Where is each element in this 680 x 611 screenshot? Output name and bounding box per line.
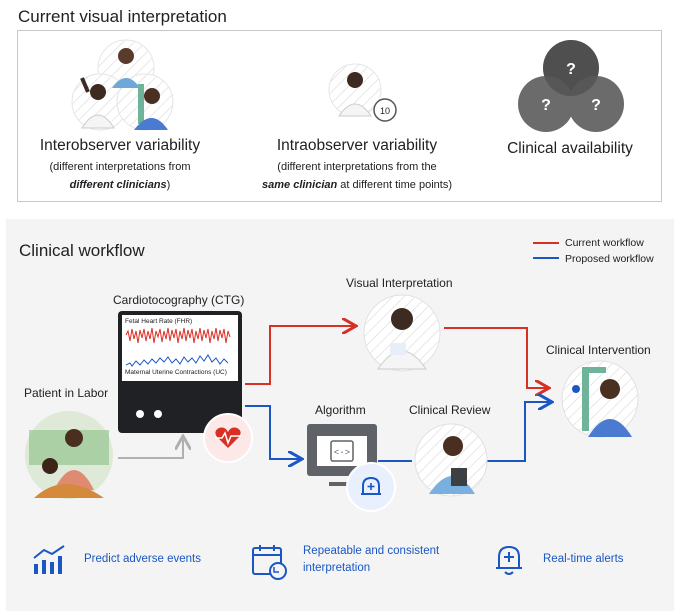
clinical-availability-illustration: ? ? ? bbox=[518, 40, 624, 132]
feature-repeatable-line2: interpretation bbox=[303, 562, 371, 574]
question-mark-1: ? bbox=[566, 61, 576, 78]
question-mark-3: ? bbox=[591, 97, 601, 114]
patient-label: Patient in Labor bbox=[24, 386, 109, 400]
clock-rewind-icon bbox=[373, 98, 397, 122]
visual-interpretation-label: Visual Interpretation bbox=[346, 276, 453, 290]
current-interpretation-panel bbox=[17, 30, 662, 202]
intraobserver-illustration: 10 bbox=[328, 63, 397, 122]
ctg-fhr-caption: Fetal Heart Rate (FHR) bbox=[125, 318, 193, 325]
feature-repeatable-line1: Repeatable and consistent bbox=[303, 545, 440, 557]
algorithm-illustration: <·> bbox=[307, 424, 396, 512]
intraobserver-title: Intraobserver variability bbox=[276, 137, 438, 154]
clock-label: 10 bbox=[380, 106, 390, 116]
patient-illustration bbox=[25, 411, 113, 499]
feature-predict-adverse-events: Predict adverse events bbox=[84, 553, 201, 565]
legend-proposed: Proposed workflow bbox=[565, 253, 654, 265]
section-title-current: Current visual interpretation bbox=[18, 7, 227, 26]
feature-repeatable-interpretation: Repeatable and consistent interpretation bbox=[303, 543, 439, 577]
feature-real-time-alerts: Real-time alerts bbox=[543, 553, 624, 565]
intraobserver-desc-line1: (different interpretations from the bbox=[277, 161, 437, 173]
arrow-patient-to-ctg bbox=[118, 438, 183, 459]
ctg-label: Cardiotocography (CTG) bbox=[113, 293, 245, 307]
legend-current: Current workflow bbox=[565, 237, 644, 249]
bell-plus-icon bbox=[496, 545, 522, 575]
availability-title: Clinical availability bbox=[507, 140, 633, 157]
clinical-review-label: Clinical Review bbox=[409, 403, 491, 417]
arrow-ctg-to-algorithm bbox=[245, 405, 300, 459]
interobserver-desc-emphasis: different clinicians bbox=[69, 179, 167, 191]
intraobserver-desc-end: at different time points) bbox=[337, 179, 452, 191]
clinical-workflow-panel bbox=[6, 219, 674, 611]
ctg-uc-caption: Maternal Uterine Contractions (UC) bbox=[125, 369, 227, 376]
section-title-workflow: Clinical workflow bbox=[19, 241, 145, 260]
interobserver-desc-end: ) bbox=[166, 179, 171, 191]
interobserver-desc-line1: (different interpretations from bbox=[49, 161, 191, 173]
intraobserver-desc-emphasis: same clinician bbox=[262, 179, 338, 191]
visual-interpretation-illustration bbox=[363, 294, 441, 372]
interobserver-title: Interobserver variability bbox=[39, 137, 201, 154]
intraobserver-description: (different interpretations from the same… bbox=[237, 158, 477, 194]
code-glyph: <·> bbox=[334, 448, 350, 458]
question-mark-2: ? bbox=[541, 97, 551, 114]
clinical-review-illustration bbox=[414, 423, 488, 497]
interobserver-description: (different interpretations from differen… bbox=[0, 158, 240, 194]
legend-swatches bbox=[533, 242, 559, 259]
algorithm-label: Algorithm bbox=[315, 403, 366, 417]
calendar-refresh-icon bbox=[252, 545, 287, 580]
arrow-ctg-to-visual bbox=[245, 326, 354, 385]
bar-chart-trend-icon bbox=[33, 545, 65, 574]
ctg-monitor bbox=[118, 311, 242, 433]
clinical-intervention-illustration bbox=[561, 360, 639, 438]
arrow-visual-to-intervention bbox=[444, 327, 547, 388]
clinical-intervention-label: Clinical Intervention bbox=[546, 343, 651, 357]
interobserver-illustration bbox=[71, 39, 174, 131]
heart-monitor-icon bbox=[203, 413, 253, 463]
arrow-review-to-intervention bbox=[487, 402, 550, 462]
